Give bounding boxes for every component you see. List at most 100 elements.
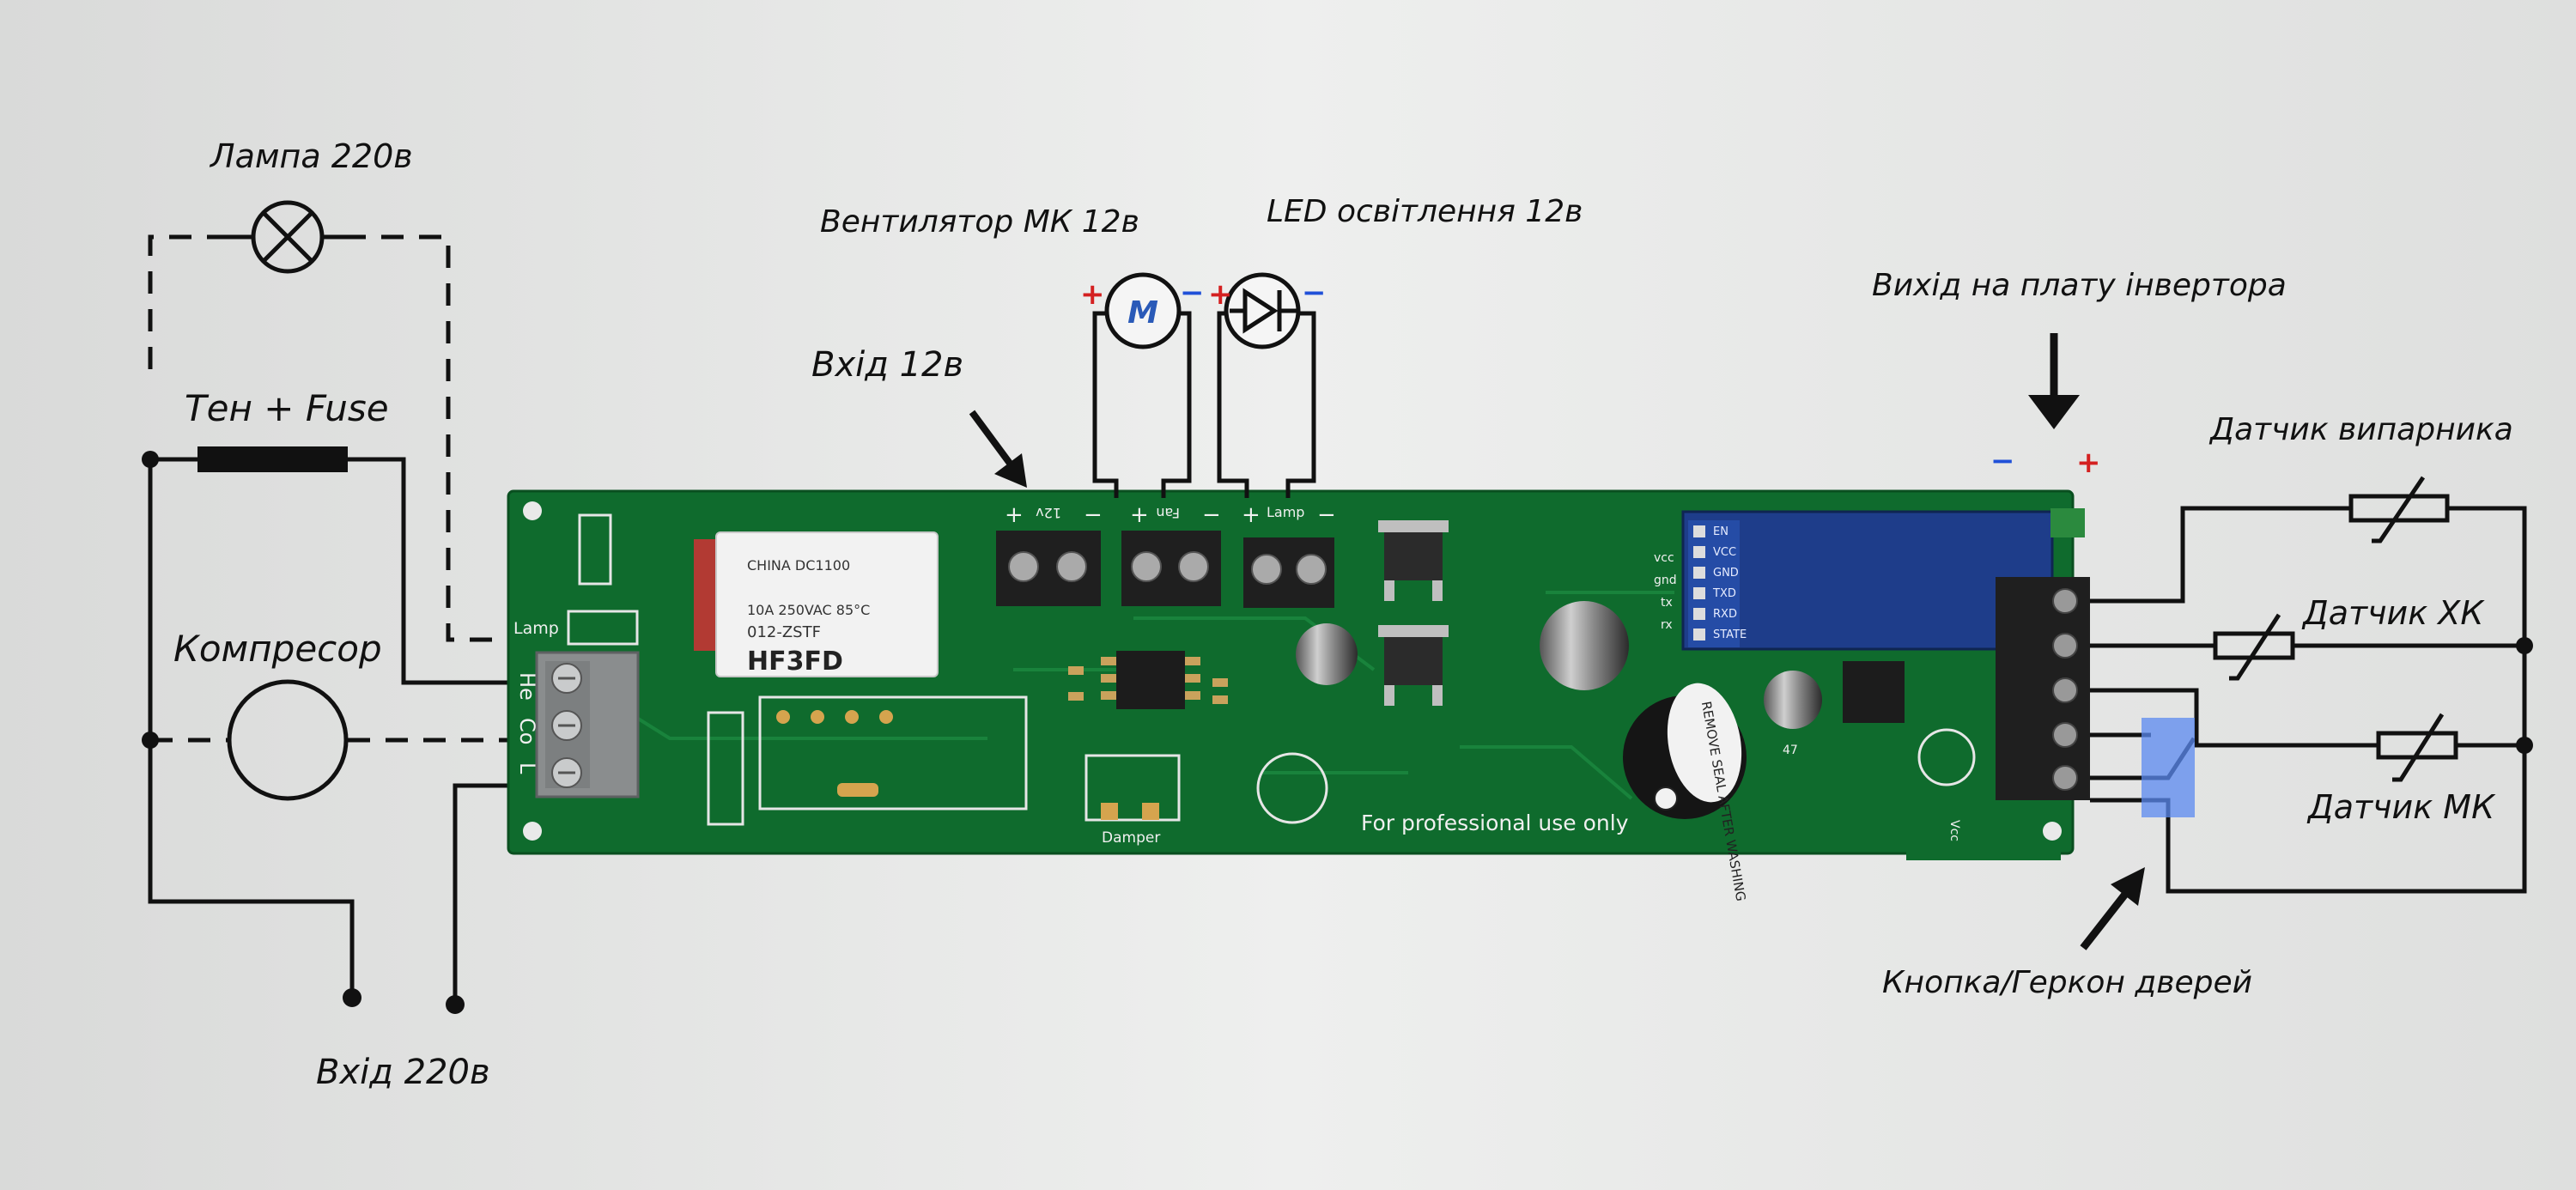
svg-text:gnd: gnd <box>1654 574 1677 587</box>
label-inverter-out: Вихід на плату інвертора <box>1872 268 2287 303</box>
mosfet-lower <box>1378 625 1449 706</box>
input-220v-terminal-l <box>446 995 465 1014</box>
label-input-12v: Вхід 12в <box>811 345 963 385</box>
compressor-symbol <box>227 679 349 801</box>
inverter-minus: − <box>1990 444 2015 478</box>
fuse-footprint <box>707 711 744 826</box>
svg-text:GND: GND <box>1713 567 1739 580</box>
terminal-lamp <box>1243 537 1334 608</box>
relay-model: 012-ZSTF <box>747 623 821 641</box>
silk-lamp-top: Lamp <box>1267 504 1304 520</box>
label-led: LED освітлення 12в <box>1267 194 1583 229</box>
label-heater: Тен + Fuse <box>185 387 389 429</box>
silk-minus-lamp: − <box>1317 502 1336 528</box>
silk-l: L <box>515 762 539 774</box>
sensor-junction <box>2516 637 2533 654</box>
svg-text:tx: tx <box>1661 596 1673 610</box>
svg-text:vcc: vcc <box>1654 551 1674 565</box>
lamp-wire-left <box>148 234 210 369</box>
line-input-wire <box>453 783 515 1005</box>
capacitor-right <box>1764 671 1822 729</box>
silk-12v: 12v <box>1036 505 1061 521</box>
inverter-plus: + <box>2076 446 2101 480</box>
silk-plus-lamp: + <box>1242 502 1261 528</box>
cap-footprint <box>1256 752 1328 824</box>
lamp-symbol <box>210 200 343 274</box>
led-plus: + <box>1208 277 1233 312</box>
fan-plus: + <box>1080 277 1105 312</box>
heater-wire-right <box>348 457 515 685</box>
microcontroller <box>1843 661 1905 723</box>
cap-footprint-right <box>1917 728 1976 786</box>
label-evaporator-sensor: Датчик випарника <box>2208 412 2513 447</box>
label-fan: Вентилятор МК 12в <box>820 204 1139 240</box>
sensor-junction <box>2516 737 2533 754</box>
silk-plus-12v: + <box>1005 502 1024 528</box>
thermistor-fridge-icon <box>2213 613 2295 681</box>
bt-left-labels: vcc gnd tx rx <box>1654 551 1677 632</box>
fan-led-wiring <box>1092 311 1316 498</box>
bluetooth-module: EN VCC GND TXD RXD STATE <box>1681 510 2054 651</box>
silk-fan: Fan <box>1156 505 1180 521</box>
jumper-footprint <box>578 513 612 586</box>
silk-lamp-left: Lamp <box>513 619 559 638</box>
svg-text:rx: rx <box>1661 618 1673 632</box>
motor-letter: M <box>1127 295 1158 331</box>
relay-code: CHINA DC1100 <box>747 557 850 574</box>
thermistor-evaporator-icon <box>2348 476 2450 543</box>
terminal-12v <box>996 531 1101 606</box>
silk-plus-fan: + <box>1130 502 1149 528</box>
label-input-220v: Вхід 220в <box>316 1053 490 1092</box>
damper-footprint <box>1084 754 1181 822</box>
arrow-inverter-output <box>2028 333 2080 429</box>
label-freezer-sensor: Датчик МК <box>2306 788 2496 826</box>
green-connector <box>2050 508 2085 537</box>
terminal-fan <box>1121 531 1221 606</box>
fan-motor-symbol: M <box>1104 272 1182 349</box>
silk-co: Co <box>515 718 539 744</box>
label-compressor: Компресор <box>173 628 382 670</box>
silk-vcc: Vcc <box>1947 820 1961 841</box>
junction-dot <box>142 732 159 749</box>
arrow-input-12v <box>969 410 1027 488</box>
fan-minus: − <box>1180 276 1205 310</box>
thermistor-freezer-icon <box>2376 713 2458 782</box>
arrow-door-button <box>2080 867 2145 950</box>
silk-he: He <box>515 672 539 701</box>
damper-pad <box>1142 803 1159 820</box>
svg-text:TXD: TXD <box>1712 587 1736 600</box>
junction-dot <box>142 451 159 468</box>
mains-terminal-block <box>535 651 640 798</box>
sensor-terminal-block <box>1996 577 2090 800</box>
cap-label: 47 <box>1783 744 1798 757</box>
silk-minus-fan: − <box>1202 502 1221 528</box>
soic-chip <box>1068 651 1228 709</box>
mosfet-upper <box>1378 520 1449 601</box>
relay-brand: HF3FD <box>747 647 843 677</box>
svg-text:STATE: STATE <box>1713 628 1747 641</box>
heater-symbol <box>197 446 348 472</box>
door-switch-highlight <box>2142 718 2195 817</box>
silk-damper: Damper <box>1102 829 1160 847</box>
led-minus: − <box>1302 276 1327 310</box>
capacitor-large <box>1540 601 1629 690</box>
silk-notice: For professional use only <box>1361 811 1629 835</box>
svg-text:RXD: RXD <box>1713 608 1737 621</box>
damper-pad <box>1101 803 1118 820</box>
label-door-button: Кнопка/Геркон дверей <box>1882 965 2252 1000</box>
input-220v-terminal-n <box>343 988 361 1007</box>
svg-text:VCC: VCC <box>1713 546 1736 559</box>
capacitor-small <box>1296 623 1358 685</box>
relay-footprint <box>758 695 1028 811</box>
label-lamp: Лампа 220в <box>209 137 413 175</box>
relay-pads <box>776 710 893 797</box>
led-diode-symbol <box>1224 272 1301 349</box>
lamp-wire-right <box>343 234 515 642</box>
common-bus <box>148 459 355 998</box>
silk-minus-12v: − <box>1084 502 1103 528</box>
lamp-jumper-footprint <box>567 610 639 646</box>
svg-text:EN: EN <box>1713 525 1728 538</box>
relay-rating: 10A 250VAC 85°C <box>747 602 870 618</box>
